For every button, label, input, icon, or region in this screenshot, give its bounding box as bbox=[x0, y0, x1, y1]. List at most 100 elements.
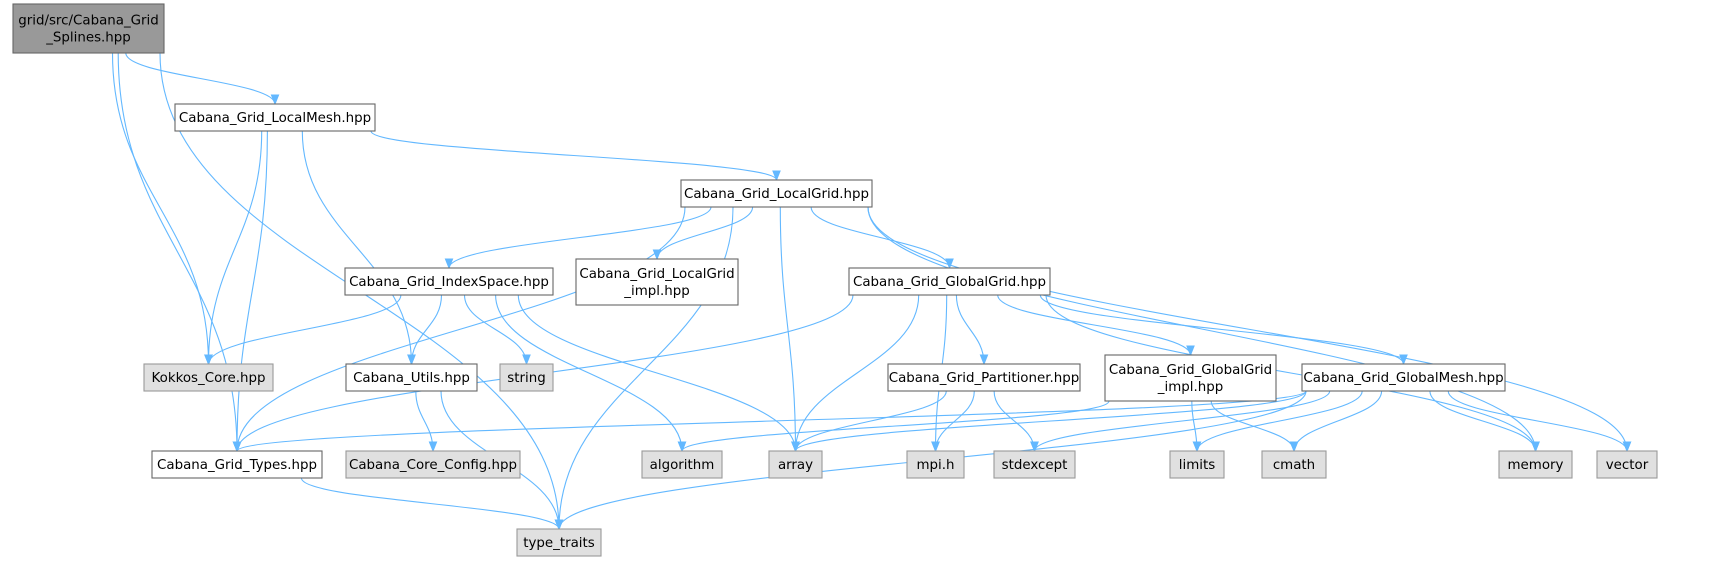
arrowhead bbox=[979, 354, 989, 366]
node-label: Cabana_Grid_LocalMesh.hpp bbox=[179, 111, 371, 126]
node-label: string bbox=[507, 371, 545, 386]
node-globalgrid[interactable]: Cabana_Grid_GlobalGrid.hpp bbox=[848, 267, 1051, 296]
node-vector[interactable]: vector bbox=[1596, 450, 1658, 479]
node-stdexcept[interactable]: stdexcept bbox=[993, 450, 1076, 479]
edge-line bbox=[558, 206, 734, 530]
node-algorithm[interactable]: algorithm bbox=[641, 450, 723, 479]
node-memory[interactable]: memory bbox=[1498, 450, 1573, 479]
node-utils[interactable]: Cabana_Utils.hpp bbox=[345, 363, 478, 392]
edge-globalgrid-to-partitioner bbox=[955, 294, 989, 366]
edge-line bbox=[1447, 390, 1628, 452]
node-label: Cabana_Grid_GlobalMesh.hpp bbox=[1303, 371, 1503, 386]
edge-line bbox=[448, 206, 712, 269]
edge-globalmesh-to-limits bbox=[1192, 390, 1363, 453]
edge-globalmesh-to-types bbox=[232, 390, 1307, 453]
arrowhead bbox=[772, 170, 781, 182]
node-box bbox=[768, 450, 823, 479]
edge-globalgrid-impl-to-algorithm bbox=[677, 400, 1110, 453]
node-type-traits[interactable]: type_traits bbox=[516, 528, 602, 557]
node-box bbox=[887, 363, 1081, 392]
edge-line bbox=[681, 400, 1110, 452]
node-limits[interactable]: limits bbox=[1169, 450, 1225, 479]
edge-types-to-type-traits bbox=[300, 477, 564, 531]
edge-line bbox=[1033, 390, 1331, 452]
edge-localmesh-to-kokkos bbox=[204, 130, 263, 366]
node-string[interactable]: string bbox=[499, 363, 554, 392]
edge-line bbox=[656, 206, 754, 260]
node-label: mpi.h bbox=[916, 458, 954, 473]
edge-line bbox=[794, 390, 1307, 452]
edge-splines-to-localmesh bbox=[125, 52, 280, 106]
node-localmesh[interactable]: Cabana_Grid_LocalMesh.hpp bbox=[174, 103, 376, 132]
edge-line bbox=[810, 206, 951, 269]
edge-line bbox=[1293, 390, 1383, 452]
edge-line bbox=[779, 206, 797, 452]
arrowhead bbox=[1192, 441, 1202, 453]
node-mpi[interactable]: mpi.h bbox=[906, 450, 965, 479]
edge-localgrid-to-indexspace bbox=[444, 206, 712, 270]
edge-line bbox=[1196, 390, 1363, 452]
edge-globalmesh-to-array bbox=[791, 390, 1307, 453]
node-label: array bbox=[778, 458, 813, 473]
node-label: grid/src/Cabana_Grid bbox=[18, 14, 159, 29]
node-box bbox=[12, 3, 165, 54]
edge-line bbox=[1429, 390, 1537, 452]
arrowhead bbox=[232, 441, 242, 453]
edge-line bbox=[111, 52, 210, 365]
edge-line bbox=[495, 294, 683, 452]
arrowhead bbox=[407, 354, 416, 366]
node-label: Cabana_Grid_Partitioner.hpp bbox=[889, 371, 1080, 386]
node-localgrid-impl[interactable]: Cabana_Grid_LocalGrid_impl.hpp bbox=[575, 258, 739, 306]
edge-line bbox=[370, 130, 778, 181]
edge-line bbox=[236, 206, 686, 452]
edge-line bbox=[125, 52, 276, 105]
edge-line bbox=[463, 294, 528, 365]
edge-line bbox=[207, 294, 402, 365]
arrowhead bbox=[791, 441, 800, 453]
edge-line bbox=[300, 477, 560, 530]
node-splines[interactable]: grid/src/Cabana_Grid _Splines.hpp bbox=[12, 3, 165, 54]
edge-localgrid-to-localgrid-impl bbox=[652, 206, 754, 261]
edge-globalmesh-to-memory bbox=[1429, 390, 1540, 453]
edge-line bbox=[794, 294, 920, 452]
node-globalgrid-impl[interactable]: Cabana_Grid_GlobalGrid _impl.hpp bbox=[1104, 354, 1277, 402]
node-localgrid[interactable]: Cabana_Grid_LocalGrid.hpp bbox=[680, 179, 873, 208]
node-globalmesh[interactable]: Cabana_Grid_GlobalMesh.hpp bbox=[1301, 363, 1506, 392]
arrowhead bbox=[945, 258, 954, 270]
node-kokkos[interactable]: Kokkos_Core.hpp bbox=[143, 363, 274, 392]
node-partitioner[interactable]: Cabana_Grid_Partitioner.hpp bbox=[887, 363, 1081, 392]
node-array[interactable]: array bbox=[768, 450, 823, 479]
node-box bbox=[1498, 450, 1573, 479]
node-box bbox=[848, 267, 1051, 296]
edge-line bbox=[997, 294, 1192, 356]
arrowhead bbox=[444, 258, 454, 270]
node-coreconfig[interactable]: Cabana_Core_Config.hpp bbox=[345, 450, 521, 479]
edge-localmesh-to-localgrid bbox=[370, 130, 781, 182]
node-types[interactable]: Cabana_Grid_Types.hpp bbox=[151, 450, 323, 479]
node-box bbox=[680, 179, 873, 208]
node-indexspace[interactable]: Cabana_Grid_IndexSpace.hpp bbox=[344, 267, 554, 296]
node-label: _impl.hpp bbox=[1157, 380, 1223, 395]
arrowhead bbox=[428, 441, 438, 453]
arrowhead bbox=[554, 519, 564, 531]
node-box bbox=[1104, 354, 1277, 402]
node-box bbox=[1261, 450, 1327, 479]
arrowhead bbox=[1030, 441, 1039, 453]
node-box bbox=[1169, 450, 1225, 479]
arrowhead bbox=[1531, 441, 1540, 453]
arrowhead bbox=[1622, 441, 1632, 453]
node-label: type_traits bbox=[523, 536, 595, 551]
node-box bbox=[1596, 450, 1658, 479]
node-label: _Splines.hpp bbox=[45, 31, 131, 46]
node-label: memory bbox=[1508, 458, 1564, 473]
node-label: Cabana_Grid_Types.hpp bbox=[157, 458, 317, 473]
edge-indexspace-to-string bbox=[463, 294, 531, 366]
node-label: Cabana_Grid_GlobalGrid bbox=[1109, 363, 1272, 378]
node-box bbox=[151, 450, 323, 479]
arrowhead bbox=[652, 249, 662, 261]
edge-line bbox=[517, 294, 797, 452]
edge-globalmesh-to-cmath bbox=[1289, 390, 1383, 453]
node-cmath[interactable]: cmath bbox=[1261, 450, 1327, 479]
arrowhead bbox=[1186, 345, 1195, 357]
dependency-edges bbox=[111, 52, 1632, 531]
